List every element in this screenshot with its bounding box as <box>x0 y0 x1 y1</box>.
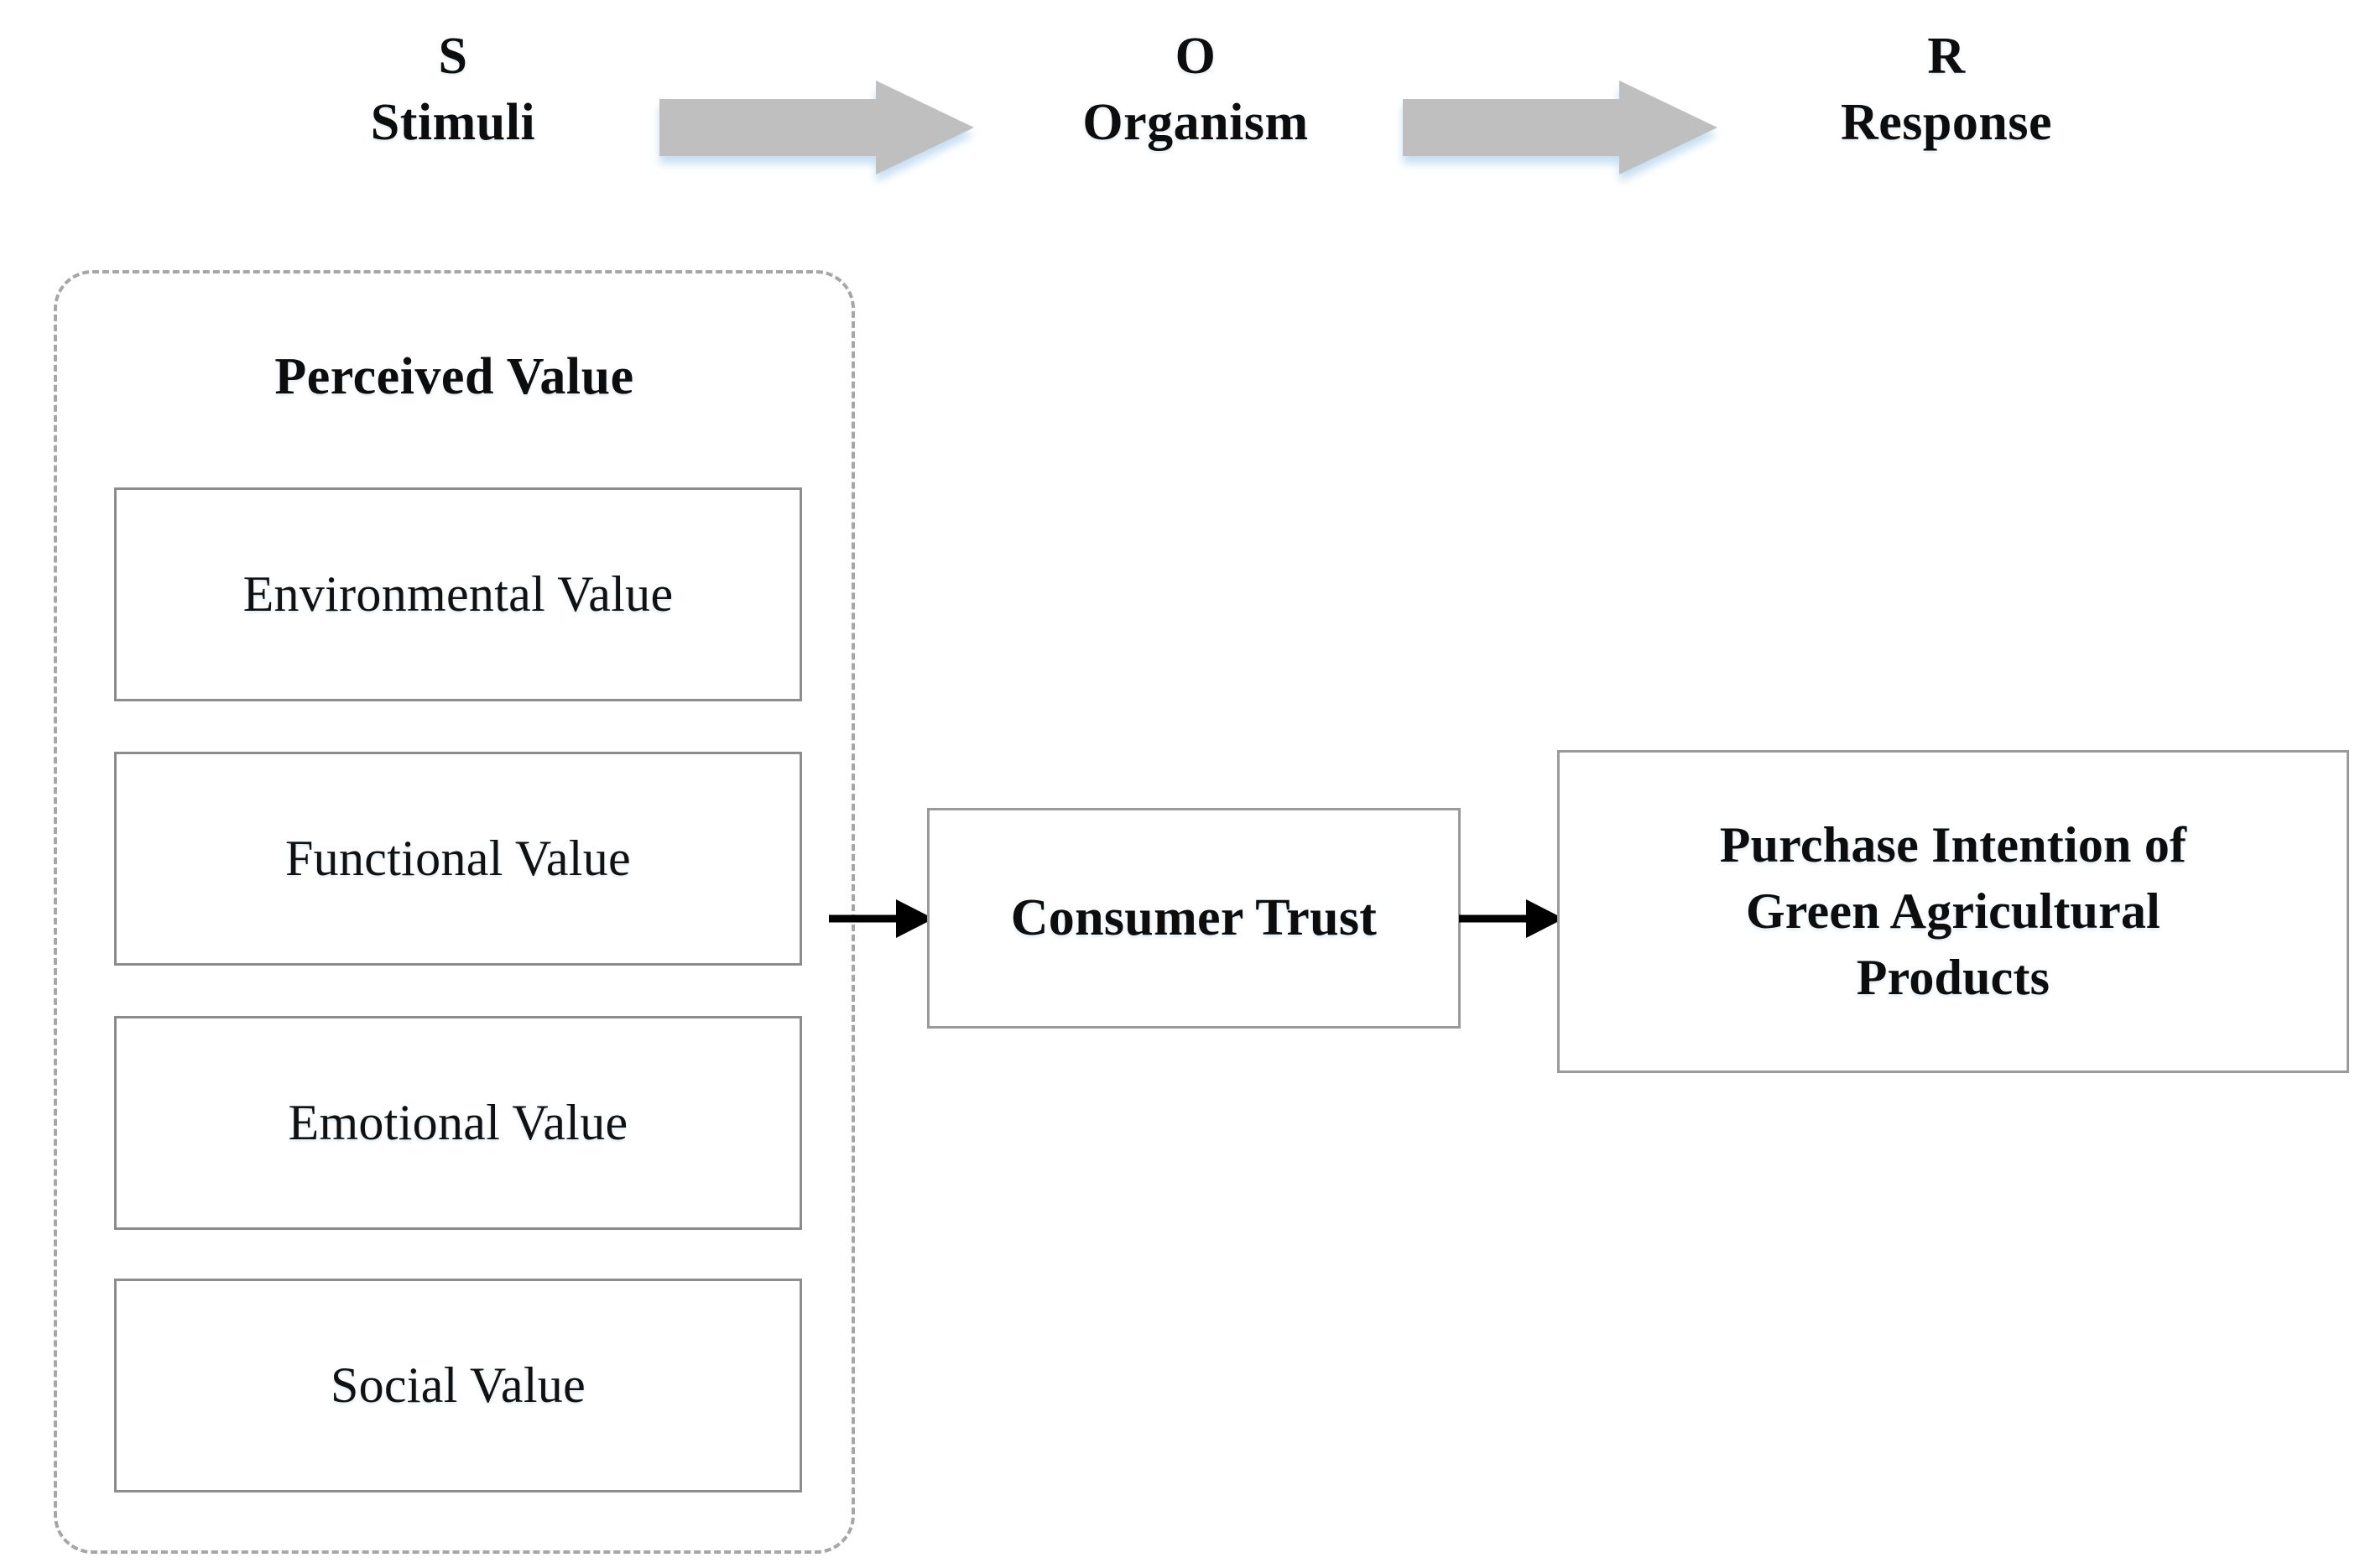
perceived-value-title: Perceived Value <box>274 348 634 405</box>
stage-letter-s: S <box>438 28 468 85</box>
perceived-value-group: Perceived Value Environmental Value Func… <box>54 270 855 1554</box>
value-box-label: Emotional Value <box>288 1095 628 1150</box>
stage-word-organism: Organism <box>1082 94 1309 152</box>
purchase-intention-label: Purchase Intention of Green Agricultural… <box>1720 812 2186 1012</box>
purchase-intention-line-1: Purchase Intention of <box>1719 816 2187 873</box>
value-box-environmental[interactable]: Environmental Value <box>114 487 802 701</box>
purchase-intention-line-2: Green Agricultural <box>1745 883 2161 939</box>
right-block-arrow-icon <box>659 81 974 183</box>
consumer-trust-label: Consumer Trust <box>1010 889 1378 946</box>
consumer-trust-node[interactable]: Consumer Trust <box>927 808 1461 1029</box>
stage-label-organism: O Organism <box>1019 23 1372 157</box>
stage-word-stimuli: Stimuli <box>370 94 536 152</box>
value-box-label: Environmental Value <box>242 566 674 622</box>
value-box-functional[interactable]: Functional Value <box>114 752 802 966</box>
stage-word-response: Response <box>1840 94 2053 152</box>
value-box-label: Functional Value <box>285 831 631 886</box>
purchase-intention-line-3: Products <box>1856 950 2050 1006</box>
stage-label-stimuli: S Stimuli <box>285 23 621 157</box>
purchase-intention-node[interactable]: Purchase Intention of Green Agricultural… <box>1557 750 2349 1073</box>
right-block-arrow-icon <box>1403 81 1717 183</box>
stage-letter-o: O <box>1175 28 1217 85</box>
connector-consumer-trust-to-purchase-intention <box>1459 889 1564 948</box>
value-box-social[interactable]: Social Value <box>114 1279 802 1492</box>
value-box-label: Social Value <box>330 1357 586 1413</box>
stage-letter-r: R <box>1927 28 1966 85</box>
stage-label-response: R Response <box>1762 23 2131 157</box>
value-box-emotional[interactable]: Emotional Value <box>114 1016 802 1230</box>
connector-perceived-value-to-consumer-trust <box>829 889 934 948</box>
